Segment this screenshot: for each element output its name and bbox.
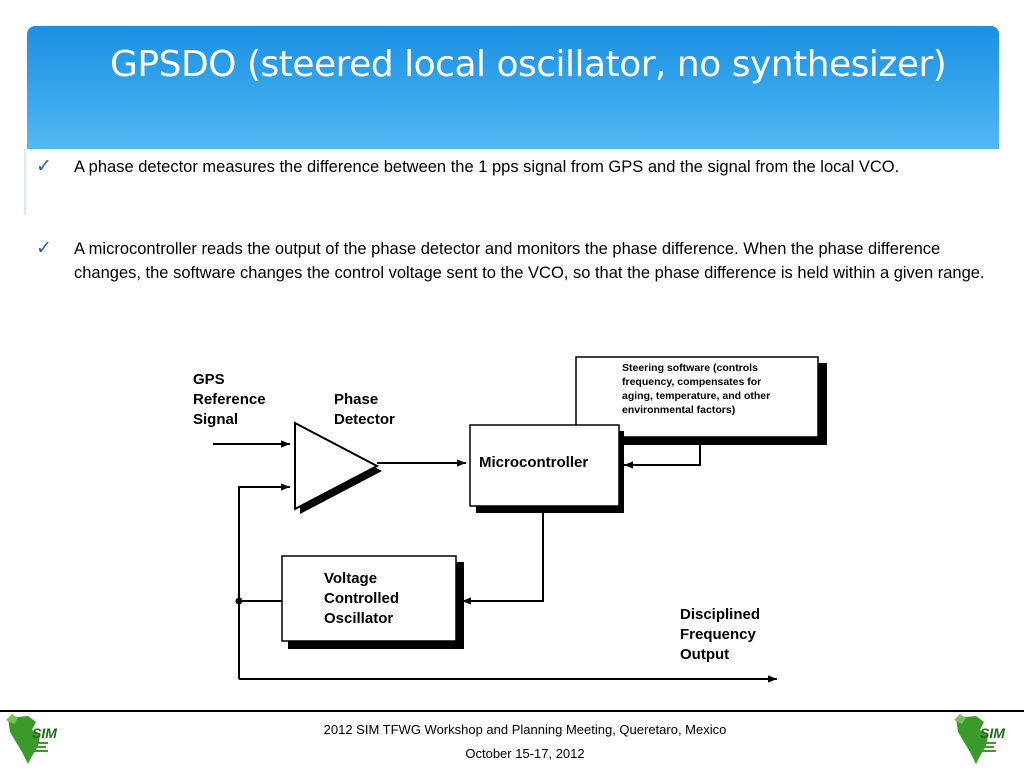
microcontroller-label: Microcontroller <box>479 454 588 471</box>
checkmark-icon: ✓ <box>36 237 52 259</box>
svg-text:SIM: SIM <box>32 725 57 741</box>
bullet-2-text: A microcontroller reads the output of th… <box>74 240 985 282</box>
footer-dates: October 15-17, 2012 <box>465 746 585 761</box>
gps-reference-label: GPS Reference Signal <box>193 371 270 428</box>
feedback-arrow <box>238 483 290 679</box>
bullet-2: ✓ A microcontroller reads the output of … <box>36 237 986 285</box>
bullet-1-text: A phase detector measures the difference… <box>74 158 900 176</box>
slide-title: GPSDO (steered local oscillator, no synt… <box>110 44 947 85</box>
checkmark-icon: ✓ <box>36 155 52 177</box>
accent-rule <box>24 149 26 215</box>
phase-detector-label: Phase Detector <box>334 391 395 428</box>
disciplined-output-label: Disciplined Frequency Output <box>680 606 764 663</box>
micro-to-vco-arrow <box>462 513 544 605</box>
bullet-1: ✓ A phase detector measures the differen… <box>36 155 986 179</box>
sim-logo-left: SIM <box>6 714 57 764</box>
sim-logo-right: SIM <box>954 714 1005 764</box>
steering-software-label: Steering software (controls frequency, c… <box>622 362 773 416</box>
vco-label: Voltage Controlled Oscillator <box>324 570 403 627</box>
phase-detector-triangle <box>294 421 380 511</box>
footer-divider <box>0 710 1024 712</box>
footer-event: 2012 SIM TFWG Workshop and Planning Meet… <box>323 722 727 737</box>
steering-software-box <box>575 356 819 438</box>
software-to-micro-arrow <box>624 445 701 469</box>
title-banner <box>27 26 999 149</box>
microcontroller-box <box>469 424 620 507</box>
vco-box <box>281 555 457 642</box>
svg-text:SIM: SIM <box>980 725 1005 741</box>
